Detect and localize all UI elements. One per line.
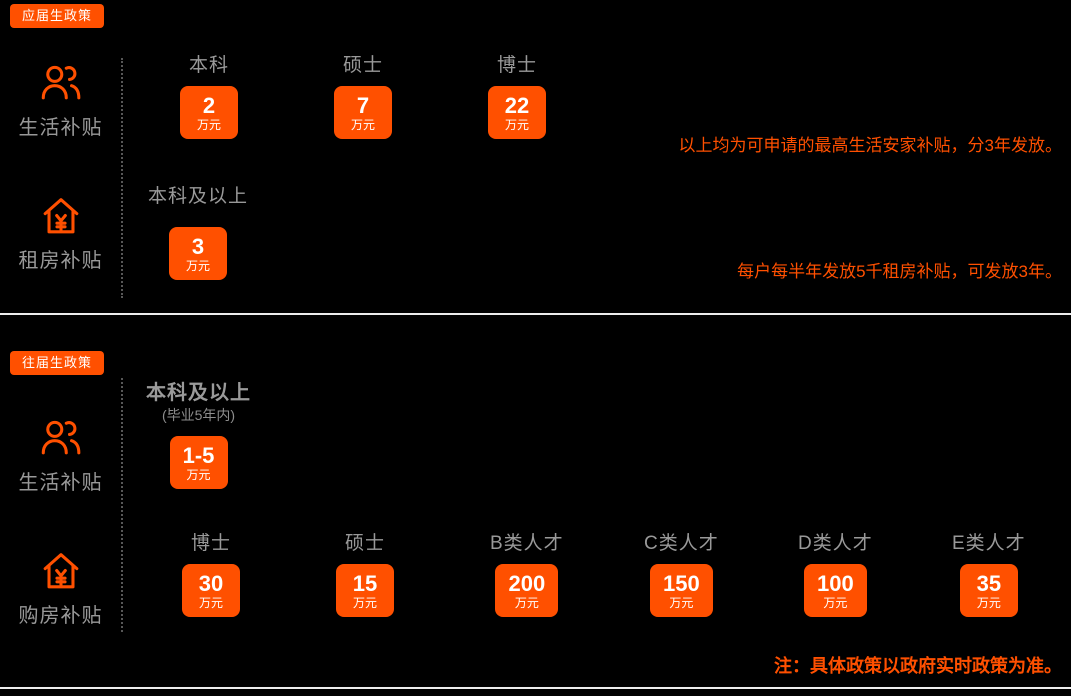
degree-header: 本科 [188, 55, 229, 76]
prev-purchase-columns: 博士 30 万元 硕士 15 万元 B类人才 200 万元 [182, 533, 1071, 617]
amount-box: 35 万元 [959, 564, 1018, 617]
degree-header: 硕士 [342, 55, 383, 76]
prev-living-label: 生活补贴 [18, 472, 103, 494]
prev-purchase-label: 购房补贴 [18, 605, 103, 627]
amount-box: 200 万元 [495, 564, 559, 617]
amount-box: 150 万元 [650, 564, 713, 617]
amount-box: 1-5 万元 [169, 436, 228, 489]
amount-value: 35 [976, 571, 1002, 596]
house-yuan-icon [38, 548, 84, 594]
column-talent-e: E类人才 35 万元 [952, 533, 1071, 617]
talent-header: E类人才 [952, 533, 1026, 554]
amount-unit: 万元 [669, 596, 694, 610]
bottom-divider [0, 687, 1071, 689]
section-divider [0, 313, 1071, 315]
amount-value: 200 [508, 571, 546, 596]
amount-unit: 万元 [823, 596, 848, 610]
amount-box: 30 万元 [182, 564, 240, 617]
amount-box: 7 万元 [334, 86, 392, 139]
amount-value: 15 [352, 571, 378, 596]
dotted-divider-top [121, 58, 123, 298]
amount-value: 7 [356, 93, 370, 118]
people-care-icon [38, 415, 84, 461]
amount-value: 2 [202, 93, 216, 118]
amount-value: 3 [191, 234, 205, 259]
prev-living-column: 本科及以上 (毕业5年内) 1-5 万元 [146, 381, 251, 489]
disclaimer-note: 注：具体政策以政府实时政策为准。 [774, 656, 1062, 676]
degree-subheader: (毕业5年内) [161, 407, 236, 423]
fresh-rent-column: 本科及以上 3 万元 [148, 186, 248, 280]
talent-header: D类人才 [798, 533, 873, 554]
amount-box: 2 万元 [180, 86, 238, 139]
column-doctor: 博士 22 万元 [488, 55, 642, 139]
fresh-rent-note: 每户每半年发放5千租房补贴，可发放3年。 [737, 262, 1062, 281]
previous-graduate-policy-badge: 往届生政策 [10, 351, 105, 375]
column-bachelor: 本科 2 万元 [180, 55, 334, 139]
prev-living-side: 生活补贴 [0, 415, 121, 495]
fresh-living-note: 以上均为可申请的最高生活安家补贴，分3年发放。 [678, 136, 1062, 155]
talent-header: 硕士 [344, 533, 385, 554]
talent-header: B类人才 [490, 533, 564, 554]
degree-header: 本科及以上 [148, 186, 249, 207]
amount-value: 30 [198, 571, 224, 596]
column-talent-b: B类人才 200 万元 [490, 533, 644, 617]
house-yuan-icon [38, 193, 84, 239]
amount-box: 100 万元 [804, 564, 867, 617]
amount-value: 100 [817, 571, 854, 596]
column-doctor: 博士 30 万元 [182, 533, 336, 617]
fresh-living-side: 生活补贴 [0, 60, 121, 140]
amount-unit: 万元 [514, 596, 539, 610]
talent-header: C类人才 [644, 533, 719, 554]
column-talent-d: D类人才 100 万元 [798, 533, 952, 617]
amount-value: 150 [663, 571, 700, 596]
talent-header: 博士 [190, 533, 231, 554]
fresh-rent-side: 租房补贴 [0, 193, 121, 273]
dotted-divider-bottom [121, 378, 123, 632]
amount-box: 15 万元 [336, 564, 394, 617]
prev-purchase-side: 购房补贴 [0, 548, 121, 628]
amount-value: 1-5 [182, 443, 215, 468]
column-master: 硕士 7 万元 [334, 55, 488, 139]
amount-unit: 万元 [350, 118, 375, 132]
amount-unit: 万元 [185, 259, 210, 273]
degree-header: 博士 [496, 55, 537, 76]
degree-header: 本科及以上 [146, 382, 251, 404]
amount-unit: 万元 [352, 596, 377, 610]
fresh-graduate-policy-badge: 应届生政策 [10, 4, 105, 28]
people-care-icon [38, 60, 84, 106]
fresh-living-label: 生活补贴 [18, 117, 103, 139]
amount-unit: 万元 [198, 596, 223, 610]
fresh-living-columns: 本科 2 万元 硕士 7 万元 博士 22 万元 [180, 55, 642, 139]
fresh-rent-label: 租房补贴 [18, 250, 103, 272]
amount-unit: 万元 [504, 118, 529, 132]
amount-value: 22 [504, 93, 530, 118]
amount-unit: 万元 [196, 118, 221, 132]
column-talent-c: C类人才 150 万元 [644, 533, 798, 617]
column-master: 硕士 15 万元 [336, 533, 490, 617]
amount-box: 22 万元 [488, 86, 546, 139]
amount-box: 3 万元 [169, 227, 227, 280]
amount-unit: 万元 [976, 596, 1001, 610]
amount-unit: 万元 [186, 468, 211, 482]
